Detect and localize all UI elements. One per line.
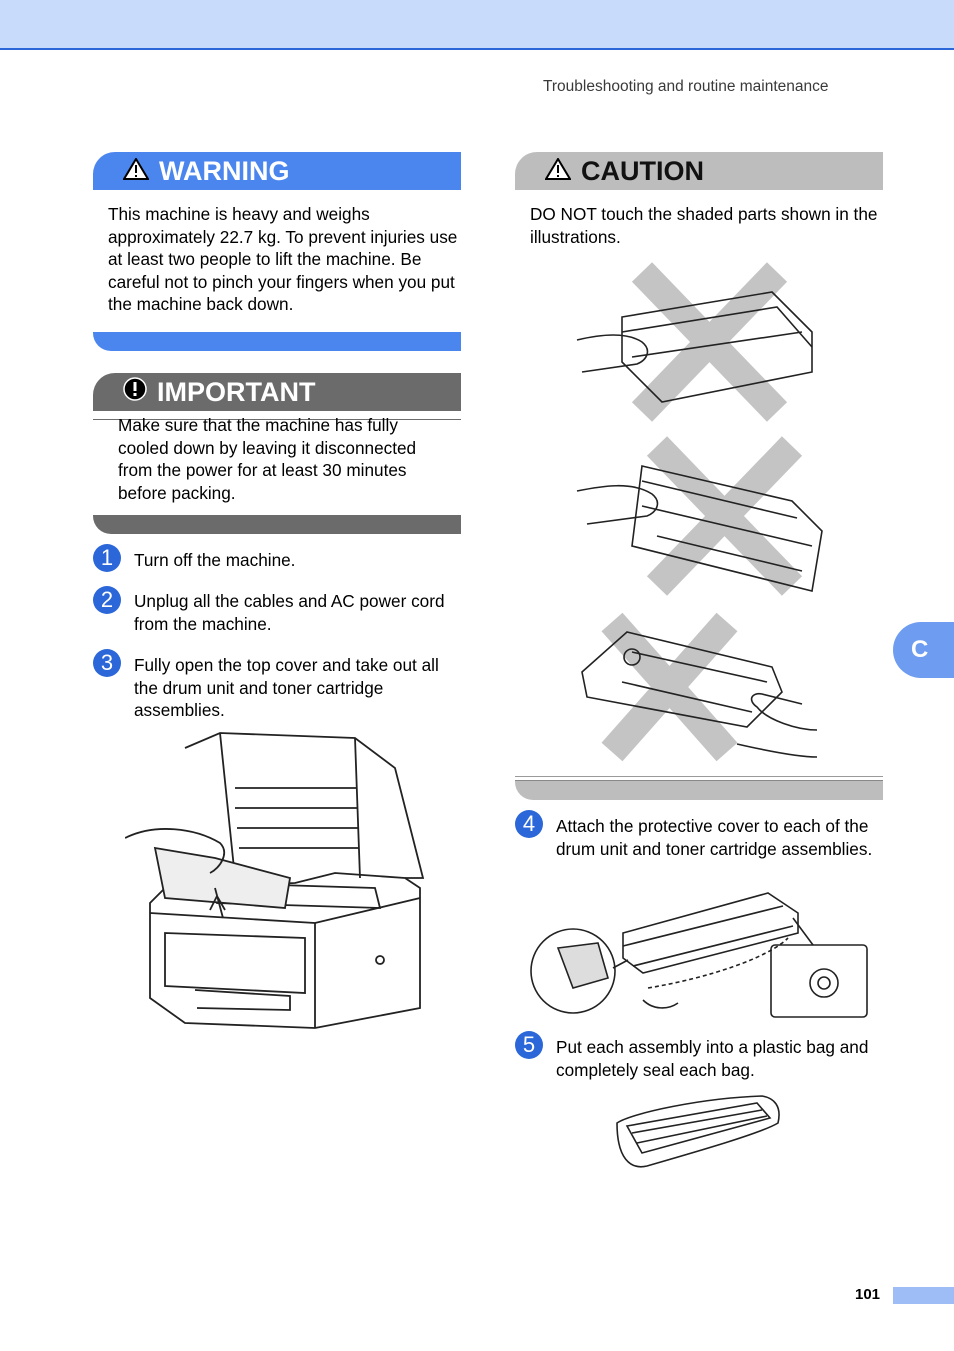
running-head: Troubleshooting and routine maintenance xyxy=(543,78,829,95)
step-number: 1 xyxy=(93,544,121,572)
step-number: 4 xyxy=(515,810,543,838)
step-text: Fully open the top cover and take out al… xyxy=(134,655,439,721)
protective-cover-illustration xyxy=(530,892,868,1018)
warning-title: WARNING xyxy=(159,155,290,186)
warning-triangle-icon xyxy=(122,156,150,187)
header-bar xyxy=(0,0,954,50)
step-text: Attach the protective cover to each of t… xyxy=(556,816,873,859)
step-number: 3 xyxy=(93,649,121,677)
plastic-bag-illustration xyxy=(616,1095,780,1168)
caution-divider xyxy=(515,776,883,777)
step-text: Unplug all the cables and AC power cord … xyxy=(134,591,445,634)
chapter-tab: C xyxy=(893,622,954,678)
important-text: Make sure that the machine has fully coo… xyxy=(118,415,417,503)
step-text: Put each assembly into a plastic bag and… xyxy=(556,1037,869,1080)
page-number: 101 xyxy=(855,1286,881,1303)
drum-unit-underside-no-touch-illustration xyxy=(581,612,818,762)
warning-end-bar xyxy=(93,332,461,351)
caution-triangle-icon xyxy=(544,156,572,187)
step-number: 2 xyxy=(93,586,121,614)
important-end-bar xyxy=(93,515,461,534)
caution-end-bar xyxy=(515,780,883,800)
printer-open-illustration xyxy=(125,732,425,1029)
important-title: IMPORTANT xyxy=(157,376,316,407)
toner-cartridge-no-touch-illustration xyxy=(576,262,813,422)
warning-banner: WARNING xyxy=(93,152,461,190)
caution-text: DO NOT touch the shaded parts shown in t… xyxy=(530,204,878,247)
exclamation-icon xyxy=(123,376,147,408)
step-number: 5 xyxy=(515,1031,543,1059)
warning-text: This machine is heavy and weighs approxi… xyxy=(108,204,458,315)
caution-title: CAUTION xyxy=(581,155,704,186)
important-divider xyxy=(93,419,461,420)
caution-banner: CAUTION xyxy=(515,152,883,190)
page-number-bar xyxy=(893,1287,954,1304)
important-banner: IMPORTANT xyxy=(93,373,461,411)
drum-unit-no-touch-illustration xyxy=(576,436,823,596)
step-text: Turn off the machine. xyxy=(134,550,296,570)
